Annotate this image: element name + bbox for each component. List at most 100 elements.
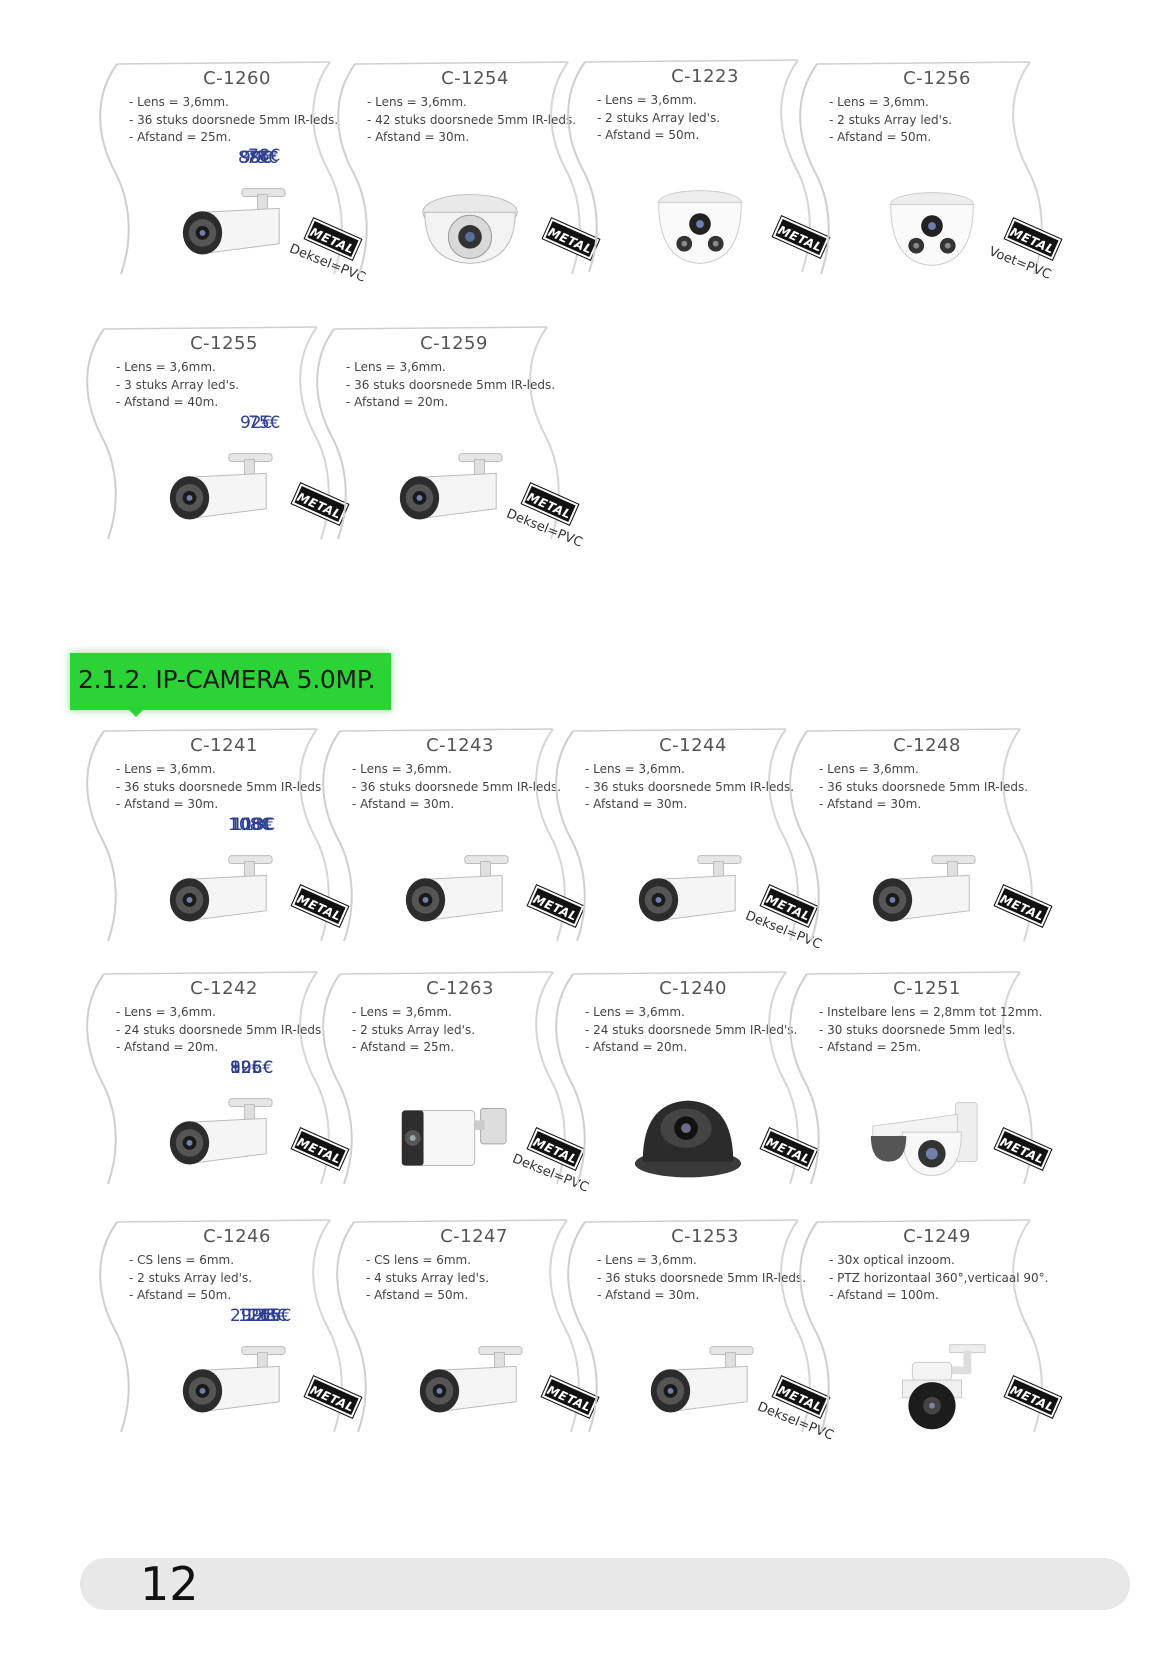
product-card: C-1244Lens = 3,6mm.36 stuks doorsnede 5m… (230, 727, 823, 953)
product-model: C-1241 (190, 735, 258, 756)
spec-list: 30x optical inzoom.PTZ horizontaal 360°,… (829, 1252, 1049, 1305)
product-price: 92€ (240, 413, 273, 433)
product-model: C-1263 (426, 978, 494, 999)
spec-list: Lens = 3,6mm.36 stuks doorsnede 5mm IR-l… (116, 761, 325, 814)
spec-line: Afstand = 100m. (829, 1287, 1049, 1305)
product-model: C-1247 (440, 1226, 508, 1247)
spec-line: Afstand = 30m. (819, 796, 1028, 814)
product-card: C-1243Lens = 3,6mm.36 stuks doorsnede 5m… (228, 727, 586, 945)
spec-line: 36 stuks doorsnede 5mm IR-leds. (597, 1270, 806, 1288)
product-card: C-1253Lens = 3,6mm.36 stuks doorsnede 5m… (244, 1218, 835, 1444)
spec-line: Afstand = 30m. (352, 796, 561, 814)
product-price: 75€ (248, 413, 281, 433)
spec-line: 36 stuks doorsnede 5mm IR-leds. (585, 779, 794, 797)
spec-list: Lens = 3,6mm.24 stuks doorsnede 5mm IR-l… (116, 1004, 325, 1057)
spec-line: Lens = 3,6mm. (829, 94, 952, 112)
product-price: 89€ (230, 1058, 263, 1078)
spec-line: Afstand = 50m. (366, 1287, 489, 1305)
product-price: 108€ (228, 815, 272, 835)
product-model: C-1246 (203, 1226, 271, 1247)
spec-list: Lens = 3,6mm.36 stuks doorsnede 5mm IR-l… (346, 359, 555, 412)
bullet-camera-icon (182, 188, 286, 255)
product-price: 108€ (230, 815, 274, 835)
spec-line: Lens = 3,6mm. (116, 761, 325, 779)
product-card: C-1223Lens = 3,6mm.2 stuks Array led's.A… (248, 58, 831, 276)
spec-list: Lens = 3,6mm.36 stuks doorsnede 5mm IR-l… (129, 94, 338, 147)
product-model: C-1244 (659, 735, 727, 756)
product-model: C-1242 (190, 978, 258, 999)
product-card: C-1259Lens = 3,6mm.36 stuks doorsnede 5m… (240, 325, 584, 551)
product-card: C-1246 CS lens = 6mm.2 stuks Array led's.… (95, 1218, 363, 1436)
spec-line: Lens = 3,6mm. (352, 761, 561, 779)
spec-line: 36 stuks doorsnede 5mm IR-leds. (346, 377, 555, 395)
product-model: C-1260 (203, 68, 271, 89)
spec-list: CS lens = 6mm.4 stuks Array led's.Afstan… (366, 1252, 489, 1305)
spec-line: Instelbare lens = 2,8mm tot 12mm. (819, 1004, 1042, 1022)
product-model: C-1240 (659, 978, 727, 999)
product-card: C-1260Lens = 3,6mm.36 stuks doorsnede 5m… (95, 60, 367, 286)
section-heading-badge: 2.1.2. IP-CAMERA 5.0MP. (70, 653, 391, 717)
product-price: 99€ (240, 148, 273, 168)
spec-line: Afstand = 25m. (352, 1039, 475, 1057)
spec-list: Lens = 3,6mm.36 stuks doorsnede 5mm IR-l… (819, 761, 1028, 814)
spec-line: Afstand = 25m. (819, 1039, 1042, 1057)
section-title: 2.1.2. IP-CAMERA 5.0MP. (78, 665, 376, 694)
spec-list: Lens = 3,6mm.3 stuks Array led's.Afstand… (116, 359, 239, 412)
spec-list: Lens = 3,6mm.36 stuks doorsnede 5mm IR-l… (352, 761, 561, 814)
spec-line: CS lens = 6mm. (366, 1252, 489, 1270)
bullet-camera-icon (169, 855, 273, 922)
spec-line: 2 stuks Array led's. (129, 1270, 252, 1288)
dark-dome-camera-icon (634, 1100, 742, 1178)
product-price: 113€ (232, 815, 276, 835)
spec-line: 30x optical inzoom. (829, 1252, 1049, 1270)
spec-line: Lens = 3,6mm. (116, 359, 239, 377)
product-model: C-1243 (426, 735, 494, 756)
product-price: 299€ (230, 1306, 274, 1326)
spec-line: Lens = 3,6mm. (346, 359, 555, 377)
spec-line: PTZ horizontaal 360°,verticaal 90°. (829, 1270, 1048, 1288)
spec-line: Afstand = 30m. (116, 796, 325, 814)
spec-list: Lens = 3,6mm.2 stuks Array led's.Afstand… (829, 94, 952, 147)
product-model: C-1223 (671, 66, 739, 87)
product-model: C-1251 (893, 978, 961, 999)
product-card: C-1241Lens = 3,6mm.36 stuks doorsnede 5m… (82, 727, 350, 945)
product-card: C-1254Lens = 3,6mm.42 stuks doorsnede 5m… (240, 60, 601, 278)
spec-list: Lens = 3,6mm.42 stuks doorsnede 5mm IR-l… (367, 94, 576, 147)
product-model: C-1255 (190, 333, 258, 354)
badge-pointer (128, 709, 144, 717)
spec-line: 2 stuks Array led's. (597, 110, 720, 128)
spec-line: Lens = 3,6mm. (129, 94, 338, 112)
spec-line: Lens = 3,6mm. (585, 1004, 797, 1022)
product-price: 128€ (244, 1306, 288, 1326)
spec-list: Lens = 3,6mm.36 stuks doorsnede 5mm IR-l… (585, 761, 794, 814)
bullet-camera-icon (405, 855, 509, 922)
spec-line: Lens = 3,6mm. (352, 1004, 475, 1022)
bullet-camera-icon (182, 1346, 286, 1413)
spec-line: Afstand = 30m. (367, 129, 576, 147)
bullet-camera-icon (872, 855, 976, 922)
spec-line: Afstand = 30m. (585, 796, 794, 814)
spec-line: Afstand = 20m. (585, 1039, 797, 1057)
spec-list: Lens = 3,6mm.2 stuks Array led's.Afstand… (597, 92, 720, 145)
spec-line: Lens = 3,6mm. (597, 1252, 806, 1270)
spec-line: 36 stuks doorsnede 5mm IR-leds. (116, 779, 325, 797)
spec-line: Afstand = 25m. (129, 129, 338, 147)
spec-list: CS lens = 6mm.2 stuks Array led's.Afstan… (129, 1252, 252, 1305)
product-card: C-1251Instelbare lens = 2,8mm tot 12mm.3… (230, 970, 1053, 1188)
product-card: C-1242Lens = 3,6mm.24 stuks doorsnede 5m… (82, 970, 350, 1188)
spec-line: 24 stuks doorsnede 5mm IR-led's. (585, 1022, 797, 1040)
product-card: C-1256Lens = 3,6mm.2 stuks Array led's.A… (238, 60, 1063, 283)
footer-bar (80, 1558, 1130, 1610)
product-price: 106€ (230, 1058, 274, 1078)
product-card: C-1240Lens = 3,6mm.24 stuks doorsnede 5m… (230, 970, 819, 1188)
spec-line: Afstand = 20m. (346, 394, 555, 412)
turret-camera-icon (890, 192, 974, 266)
product-card: C-1248Lens = 3,6mm.36 stuks doorsnede 5m… (232, 727, 1053, 945)
product-price: 115€ (248, 1306, 292, 1326)
product-model: C-1249 (903, 1226, 971, 1247)
spec-list: Lens = 3,6mm.2 stuks Array led's.Afstand… (352, 1004, 475, 1057)
spec-line: 4 stuks Array led's. (366, 1270, 489, 1288)
bullet-camera-icon (419, 1346, 523, 1413)
spec-line: Lens = 3,6mm. (597, 92, 720, 110)
